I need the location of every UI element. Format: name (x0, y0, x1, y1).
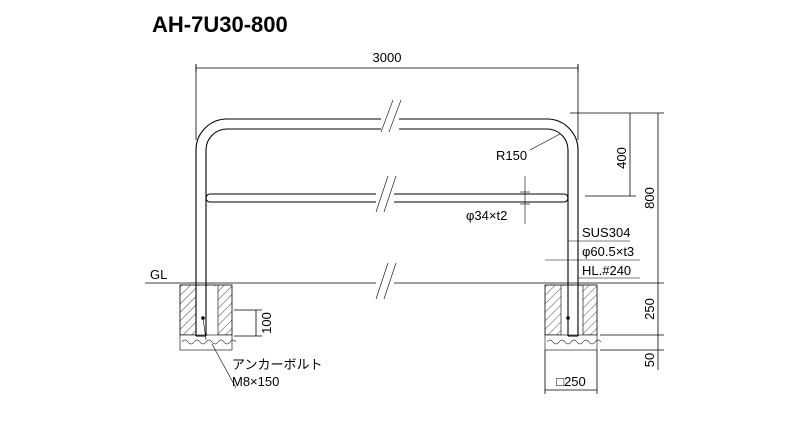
pipe-size-label: φ60.5×t3 (582, 244, 634, 259)
left-foundation (179, 284, 237, 351)
ground-line: GL (145, 267, 600, 284)
drawing-title: AH-7U30-800 (152, 12, 288, 37)
height-code-label: HL.#240 (582, 263, 631, 278)
material-label: SUS304 (582, 225, 630, 240)
right-foundation (544, 284, 602, 351)
anchor-depth-label: 100 (259, 312, 274, 334)
crossbar-label: φ34×t2 (466, 208, 507, 223)
total-height-label: 800 (642, 187, 657, 209)
total-height-dimension: 800 250 50 (600, 112, 664, 370)
anchor-callout: アンカーボルト M8×150 (211, 343, 322, 389)
width-label: 3000 (373, 50, 402, 65)
anchor-name-label: アンカーボルト (232, 357, 322, 372)
top-height-dimension: 400 (570, 112, 636, 197)
radius-callout: R150 (496, 133, 561, 163)
ground-label: GL (150, 267, 167, 282)
embed-depth-label: 250 (642, 298, 657, 320)
footing-dimension: □250 (544, 350, 598, 394)
crossbar-callout: φ34×t2 (466, 176, 530, 224)
top-height-label: 400 (614, 147, 629, 169)
base-depth-label: 50 (642, 353, 657, 367)
footing-label: □250 (556, 374, 586, 389)
crossbar (205, 193, 569, 203)
radius-label: R150 (496, 148, 527, 163)
anchor-depth-dimension: 100 (234, 309, 274, 337)
anchor-size-label: M8×150 (232, 374, 279, 389)
break-marks (375, 99, 402, 300)
width-dimension: 3000 (195, 50, 579, 140)
pipe-spec: SUS304 φ60.5×t3 HL.#240 (545, 225, 640, 279)
